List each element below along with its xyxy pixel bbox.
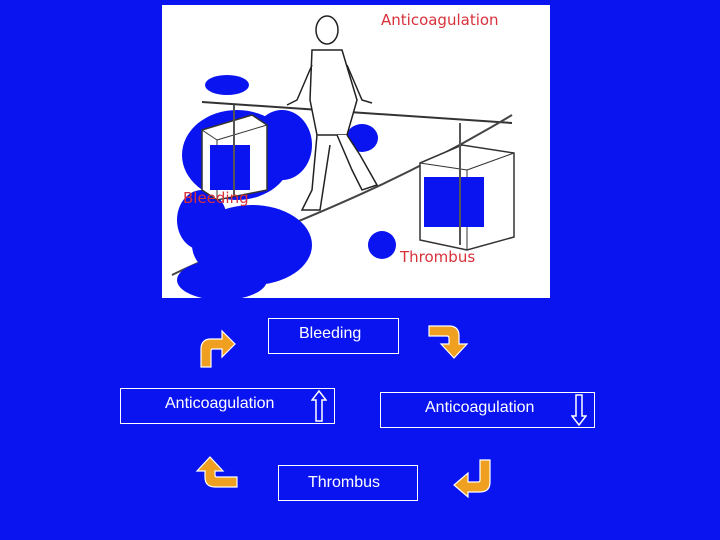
cycle-box-thrombus-label: Thrombus: [308, 474, 381, 491]
bleeding-weight: [201, 105, 268, 201]
illustration-label-anticoagulation: Anticoagulation: [381, 11, 499, 29]
illustration-label-bleeding: Bleeding: [183, 189, 249, 207]
tightrope-walker: [286, 15, 379, 211]
curved-arrow-left-up-icon: [195, 456, 238, 488]
cycle-box-anticoagulation-up-label: Anticoagulation: [165, 395, 275, 412]
cycle-box-anticoagulation-down: Anticoagulation: [380, 392, 595, 428]
balance-pole: [201, 101, 513, 124]
decrease-arrow-icon: [571, 394, 587, 426]
curved-arrow-right-down-icon: [428, 325, 469, 359]
tightrope-illustration: Anticoagulation Bleeding Thrombus: [162, 5, 550, 298]
illustration-label-thrombus: Thrombus: [400, 248, 476, 266]
curved-arrow-up-right-icon: [200, 329, 236, 368]
cycle-box-bleeding-label: Bleeding: [299, 325, 362, 342]
cycle-box-bleeding: Bleeding: [268, 318, 399, 354]
thrombus-weight: [419, 123, 515, 251]
cycle-box-thrombus: Thrombus: [278, 465, 418, 501]
increase-arrow-icon: [311, 390, 327, 422]
curved-arrow-down-left-icon: [453, 459, 491, 498]
cycle-box-anticoagulation-down-label: Anticoagulation: [425, 399, 535, 416]
cycle-box-anticoagulation-up: Anticoagulation: [120, 388, 335, 424]
tightrope-drawing: [171, 15, 515, 298]
